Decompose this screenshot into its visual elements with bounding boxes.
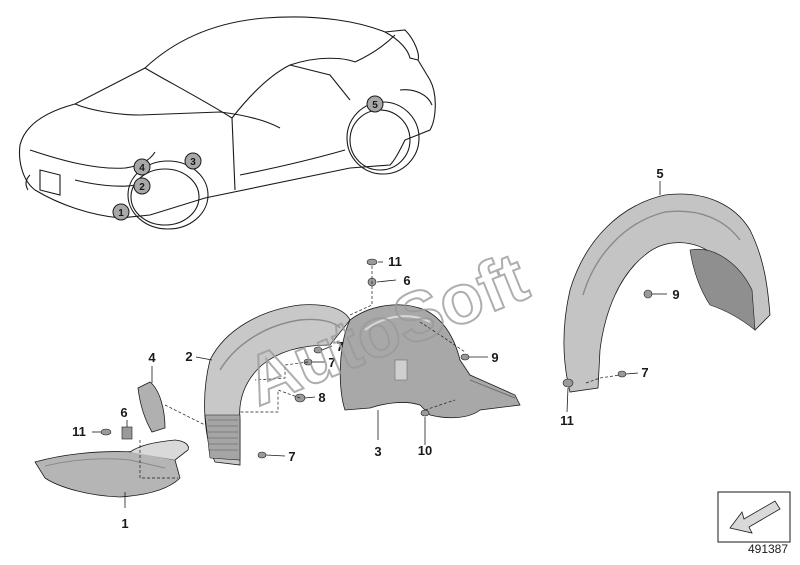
part-5-rear-wheel-arch-liner[interactable] (563, 193, 771, 393)
callout-11-right[interactable]: 11 (560, 413, 574, 428)
car-callout-2[interactable]: 2 (133, 177, 151, 195)
callout-7-b[interactable]: 7 (328, 355, 335, 370)
part-callouts: 1 2 3 4 5 6 6 7 7 7 7 8 9 9 10 11 11 11 (72, 166, 679, 531)
callout-5[interactable]: 5 (656, 166, 663, 181)
svg-text:4: 4 (139, 163, 145, 174)
part-1-underbody-panel[interactable] (34, 439, 189, 498)
assembly-dashed-lines (139, 266, 621, 479)
svg-text:3: 3 (190, 157, 196, 168)
car-outline-icon (18, 16, 436, 230)
leader-lines (92, 181, 667, 508)
callout-9-right[interactable]: 9 (672, 287, 679, 302)
callout-2[interactable]: 2 (185, 349, 192, 364)
callout-7-a[interactable]: 7 (336, 339, 343, 354)
part-3-inner-liner[interactable] (339, 304, 521, 419)
callout-6-center[interactable]: 6 (403, 273, 410, 288)
callout-6-left[interactable]: 6 (120, 405, 127, 420)
part-4-shield-panel[interactable] (137, 381, 166, 433)
callout-4[interactable]: 4 (148, 350, 156, 365)
car-callout-5[interactable]: 5 (366, 95, 384, 113)
car-callout-3[interactable]: 3 (184, 152, 202, 170)
callout-7-d[interactable]: 7 (641, 365, 648, 380)
callout-3[interactable]: 3 (374, 444, 381, 459)
callout-9-center[interactable]: 9 (491, 350, 498, 365)
callout-10[interactable]: 10 (418, 443, 432, 458)
car-callout-1[interactable]: 1 (112, 203, 130, 221)
diagram-number: 491387 (748, 542, 788, 556)
svg-text:1: 1 (118, 208, 124, 219)
callout-8[interactable]: 8 (318, 390, 325, 405)
svg-text:2: 2 (139, 182, 145, 193)
callout-11-center[interactable]: 11 (388, 254, 402, 269)
car-callouts: 1 2 3 4 5 (112, 95, 384, 221)
part-2-front-wheel-arch-liner[interactable] (204, 304, 351, 466)
svg-text:5: 5 (372, 100, 378, 111)
callout-7-c[interactable]: 7 (288, 449, 295, 464)
callout-1[interactable]: 1 (121, 516, 128, 531)
arrow-icon (717, 491, 791, 543)
callout-11-left[interactable]: 11 (72, 424, 86, 439)
car-callout-4[interactable]: 4 (133, 158, 151, 176)
